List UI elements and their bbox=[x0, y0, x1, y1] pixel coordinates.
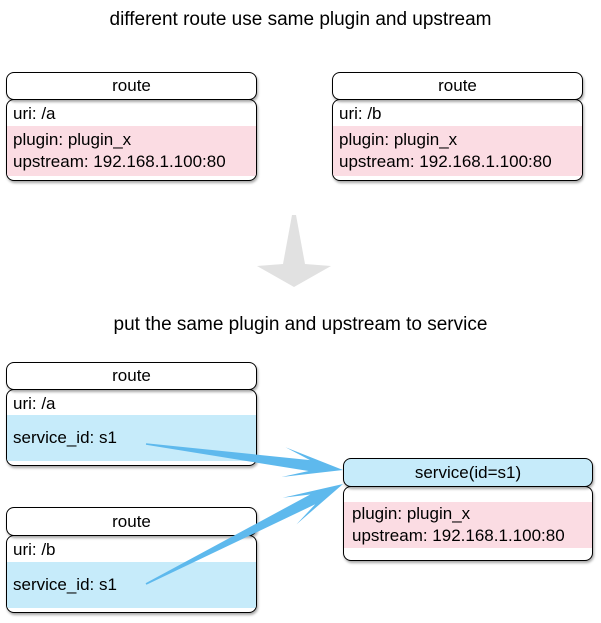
down-arrow-icon bbox=[257, 215, 331, 287]
route-b1-plugin: plugin: plugin_x bbox=[339, 130, 458, 149]
service-upstream: upstream: 192.168.1.100:80 bbox=[352, 526, 565, 545]
section2-title: put the same plugin and upstream to serv… bbox=[113, 314, 488, 335]
service-plugin-upstream: plugin: plugin_x upstream: 192.168.1.100… bbox=[344, 502, 592, 548]
route-a2-uri: uri: /a bbox=[13, 394, 56, 413]
service-plugin: plugin: plugin_x bbox=[352, 504, 471, 523]
route-box-a2-header: route bbox=[6, 362, 257, 390]
route-box-b1-body: uri: /b plugin: plugin_x upstream: 192.1… bbox=[332, 99, 583, 181]
route-a1-upstream: upstream: 192.168.1.100:80 bbox=[13, 152, 226, 171]
service-top-gap bbox=[344, 487, 592, 502]
route-b1-plugin-upstream: plugin: plugin_x upstream: 192.168.1.100… bbox=[333, 126, 582, 176]
route-box-a1-header: route bbox=[6, 72, 257, 100]
route-box-a1-body: uri: /a plugin: plugin_x upstream: 192.1… bbox=[6, 99, 257, 181]
route-box-b2-header: route bbox=[6, 507, 257, 536]
route-b1-upstream: upstream: 192.168.1.100:80 bbox=[339, 152, 552, 171]
service-box: service(id=s1) plugin: plugin_x upstream… bbox=[343, 458, 593, 561]
route-box-a2: route uri: /a service_id: s1 bbox=[6, 362, 257, 466]
service-box-header: service(id=s1) bbox=[343, 458, 593, 487]
route-box-b2-body: uri: /b service_id: s1 bbox=[6, 535, 257, 613]
route-box-a1: route uri: /a plugin: plugin_x upstream:… bbox=[6, 72, 257, 181]
route-b2-uri: uri: /b bbox=[13, 540, 56, 559]
route-box-b1: route uri: /b plugin: plugin_x upstream:… bbox=[332, 72, 583, 181]
route-box-a2-body: uri: /a service_id: s1 bbox=[6, 389, 257, 466]
route-a1-plugin-upstream: plugin: plugin_x upstream: 192.168.1.100… bbox=[7, 126, 256, 176]
section1-title: different route use same plugin and upst… bbox=[109, 9, 492, 30]
route-a1-uri: uri: /a bbox=[13, 104, 56, 123]
service-box-body: plugin: plugin_x upstream: 192.168.1.100… bbox=[343, 486, 593, 561]
route-b2-service-id: service_id: s1 bbox=[7, 562, 256, 608]
route-a2-service-id: service_id: s1 bbox=[7, 415, 256, 461]
route-b1-uri: uri: /b bbox=[339, 104, 382, 123]
route-a1-plugin: plugin: plugin_x bbox=[13, 130, 132, 149]
route-box-b1-header: route bbox=[332, 72, 583, 100]
route-box-b2: route uri: /b service_id: s1 bbox=[6, 507, 257, 613]
